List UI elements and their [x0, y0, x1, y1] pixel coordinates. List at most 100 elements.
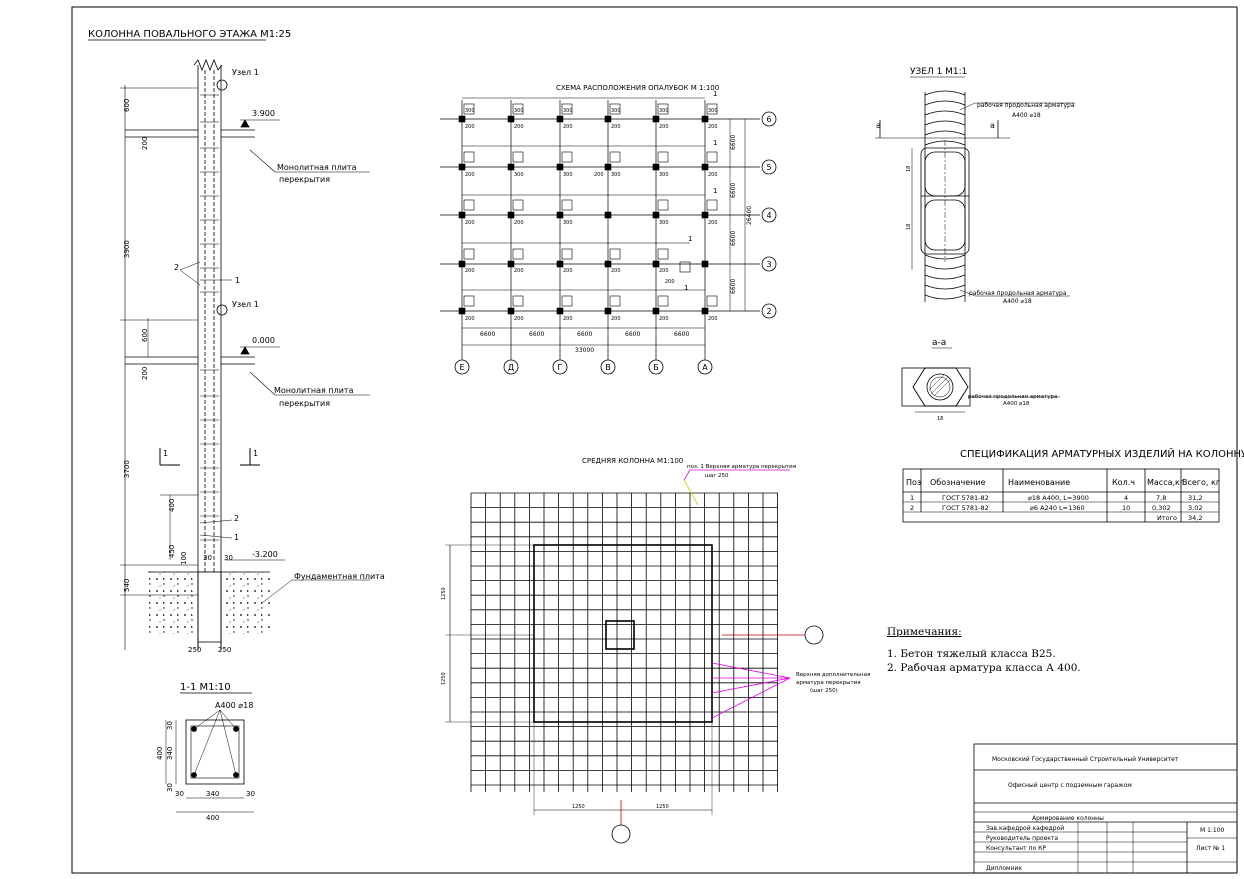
vspan-1: 6600 [730, 135, 737, 150]
node-1-title: УЗЕЛ 1 М1:1 [910, 67, 967, 77]
span-5: 6600 [674, 331, 689, 338]
mark-2-top: 2 [174, 263, 179, 272]
axis-row-3: 4 [766, 211, 771, 220]
node-1-detail: УЗЕЛ 1 М1:1 18 18 а а рабочая продольная… [875, 67, 1075, 305]
elev-bottom: -3.200 [252, 550, 278, 559]
panel-lbl-5: 300 [659, 108, 669, 114]
node-dim-b: 18 [906, 224, 912, 230]
spec-r1-pos: 1 [910, 494, 914, 502]
section-aa-title: а-а [932, 338, 946, 348]
section-11-30-a: 30 [175, 790, 184, 798]
panel-lbl-f3: 200 [563, 316, 573, 322]
mark-2-bot: 2 [234, 514, 239, 523]
elev-top: 3.900 [252, 109, 275, 118]
section-11-30-top: 30 [166, 721, 174, 730]
panel-lbl-f5: 200 [659, 316, 669, 322]
mark-1-bot: 1 [234, 533, 239, 542]
span-2: 6600 [529, 331, 544, 338]
sheet-frame [71, 6, 1238, 874]
spec-total-label: Итого [1157, 514, 1177, 522]
panel-lbl-e4: 200 [611, 268, 621, 274]
tb-scale: М 1:100 [1200, 827, 1225, 834]
section-11-340-bot: 340 [206, 790, 219, 798]
panel-lbl-1: 300 [465, 108, 475, 114]
panel-lbl-b4: 200 [611, 124, 621, 130]
mesh-dim-bot-1: 1250 [572, 804, 585, 810]
section-a-a: а-а рабочая продольная арматура А400 ⌀18… [901, 338, 1060, 422]
spec-r1-qty: 4 [1124, 494, 1128, 502]
mesh-axis-bubble-bottom [611, 824, 631, 844]
formwork-row-4 [458, 194, 718, 219]
node-cut-left: а [876, 121, 881, 130]
tb-role-2: Руководитель проекта [986, 835, 1058, 842]
mesh-label-right: Верхняя дополнительная [796, 672, 870, 678]
formwork-row-6 [458, 97, 718, 123]
spec-r1-total: 31,2 [1188, 494, 1202, 502]
tb-role-3: Консультант по КР [986, 845, 1046, 852]
spec-h-desig: Обозначение [930, 478, 986, 487]
fw-mark-1e: 1 [684, 284, 688, 292]
axis-row-2: 5 [766, 163, 771, 172]
panel-lbl-e5: 200 [659, 268, 669, 274]
mesh-title: СРЕДНЯЯ КОЛОННА М1:100 [582, 457, 683, 465]
dim-600-top: 600 [123, 99, 131, 112]
panel-lbl-f1: 200 [465, 316, 475, 322]
spec-r2-total: 3,02 [1188, 504, 1202, 512]
slab-label-1b: перекрытия [279, 175, 330, 184]
panel-lbl-d3: 300 [563, 220, 573, 226]
dim-400: 400 [168, 499, 176, 512]
formwork-title: СХЕМА РАСПОЛОЖЕНИЯ ОПАЛУБОК М 1:100 [556, 84, 719, 92]
spec-r1-mass: 7,8 [1156, 494, 1166, 502]
panel-lbl-e3: 200 [563, 268, 573, 274]
title-block: Московский Государственный Строительный … [973, 743, 1238, 874]
formwork-row-5 [458, 145, 718, 171]
span-4: 6600 [625, 331, 640, 338]
mesh-label-top: поз. 1 Верхняя арматура перекрытия [687, 464, 796, 470]
panel-lbl-b3: 200 [563, 124, 573, 130]
node-label-top-2: А400 ⌀18 [1012, 112, 1041, 119]
dim-600-mid: 600 [141, 329, 149, 342]
vspan-3: 6600 [730, 231, 737, 246]
panel-lbl-c6: 300 [659, 172, 669, 178]
fw-mark-1d: 1 [688, 235, 692, 243]
panel-lbl-f2: 200 [514, 316, 524, 322]
notes: Примечания: 1. Бетон тяжелый класса В25.… [887, 626, 1147, 676]
panel-lbl-6: 300 [708, 108, 718, 114]
notes-heading: Примечания: [887, 626, 962, 638]
dim-250-b: 250 [218, 646, 231, 654]
section-11-30-b: 30 [246, 790, 255, 798]
panel-lbl-e6: 200 [665, 279, 675, 285]
mark-1-top: 1 [235, 276, 240, 285]
panel-lbl-c3: 300 [563, 172, 573, 178]
panel-lbl-3: 300 [563, 108, 573, 114]
section-11-30-bottom: 30 [166, 783, 174, 792]
panel-lbl-2: 300 [514, 108, 524, 114]
foundation-label: Фундаментная плита [294, 572, 385, 581]
dim-450: 450 [168, 545, 176, 558]
panel-lbl-d5: 200 [708, 220, 718, 226]
node-dim-a: 18 [906, 166, 912, 172]
axis-row-1: 6 [766, 115, 771, 124]
panel-lbl-e1: 200 [465, 268, 475, 274]
dim-30-b: 30 [224, 554, 233, 562]
section-11-400-left: 400 [156, 747, 164, 760]
panel-lbl-b1: 200 [465, 124, 475, 130]
spec-r2-qty: 10 [1122, 504, 1130, 512]
spec-r1-desig: ГОСТ 5781-82 [942, 494, 989, 502]
span-3: 6600 [577, 331, 592, 338]
spec-r1-name: ⌀18 А400, L=3900 [1028, 494, 1089, 502]
panel-lbl-b6: 200 [708, 124, 718, 130]
span-total: 33000 [575, 347, 594, 354]
section-11-title: 1-1 М1:10 [180, 682, 231, 693]
axis-col-4: В [605, 363, 611, 372]
dim-250-a: 250 [188, 646, 201, 654]
axis-col-3: Г [558, 363, 563, 372]
column-section-title: КОЛОННА ПОВАЛЬНОГО ЭТАЖА М1:25 [88, 29, 291, 40]
axis-col-6: А [702, 363, 708, 372]
dim-200-mid: 200 [141, 367, 149, 380]
spec-r2-name: ⌀6 А240 L=1360 [1030, 504, 1085, 512]
panel-lbl-f6: 200 [708, 316, 718, 322]
note-item-1: 1. Бетон тяжелый класса В25. [887, 648, 1056, 660]
vspan-4: 6600 [730, 279, 737, 294]
slab-label-2b: перекрытия [279, 399, 330, 408]
